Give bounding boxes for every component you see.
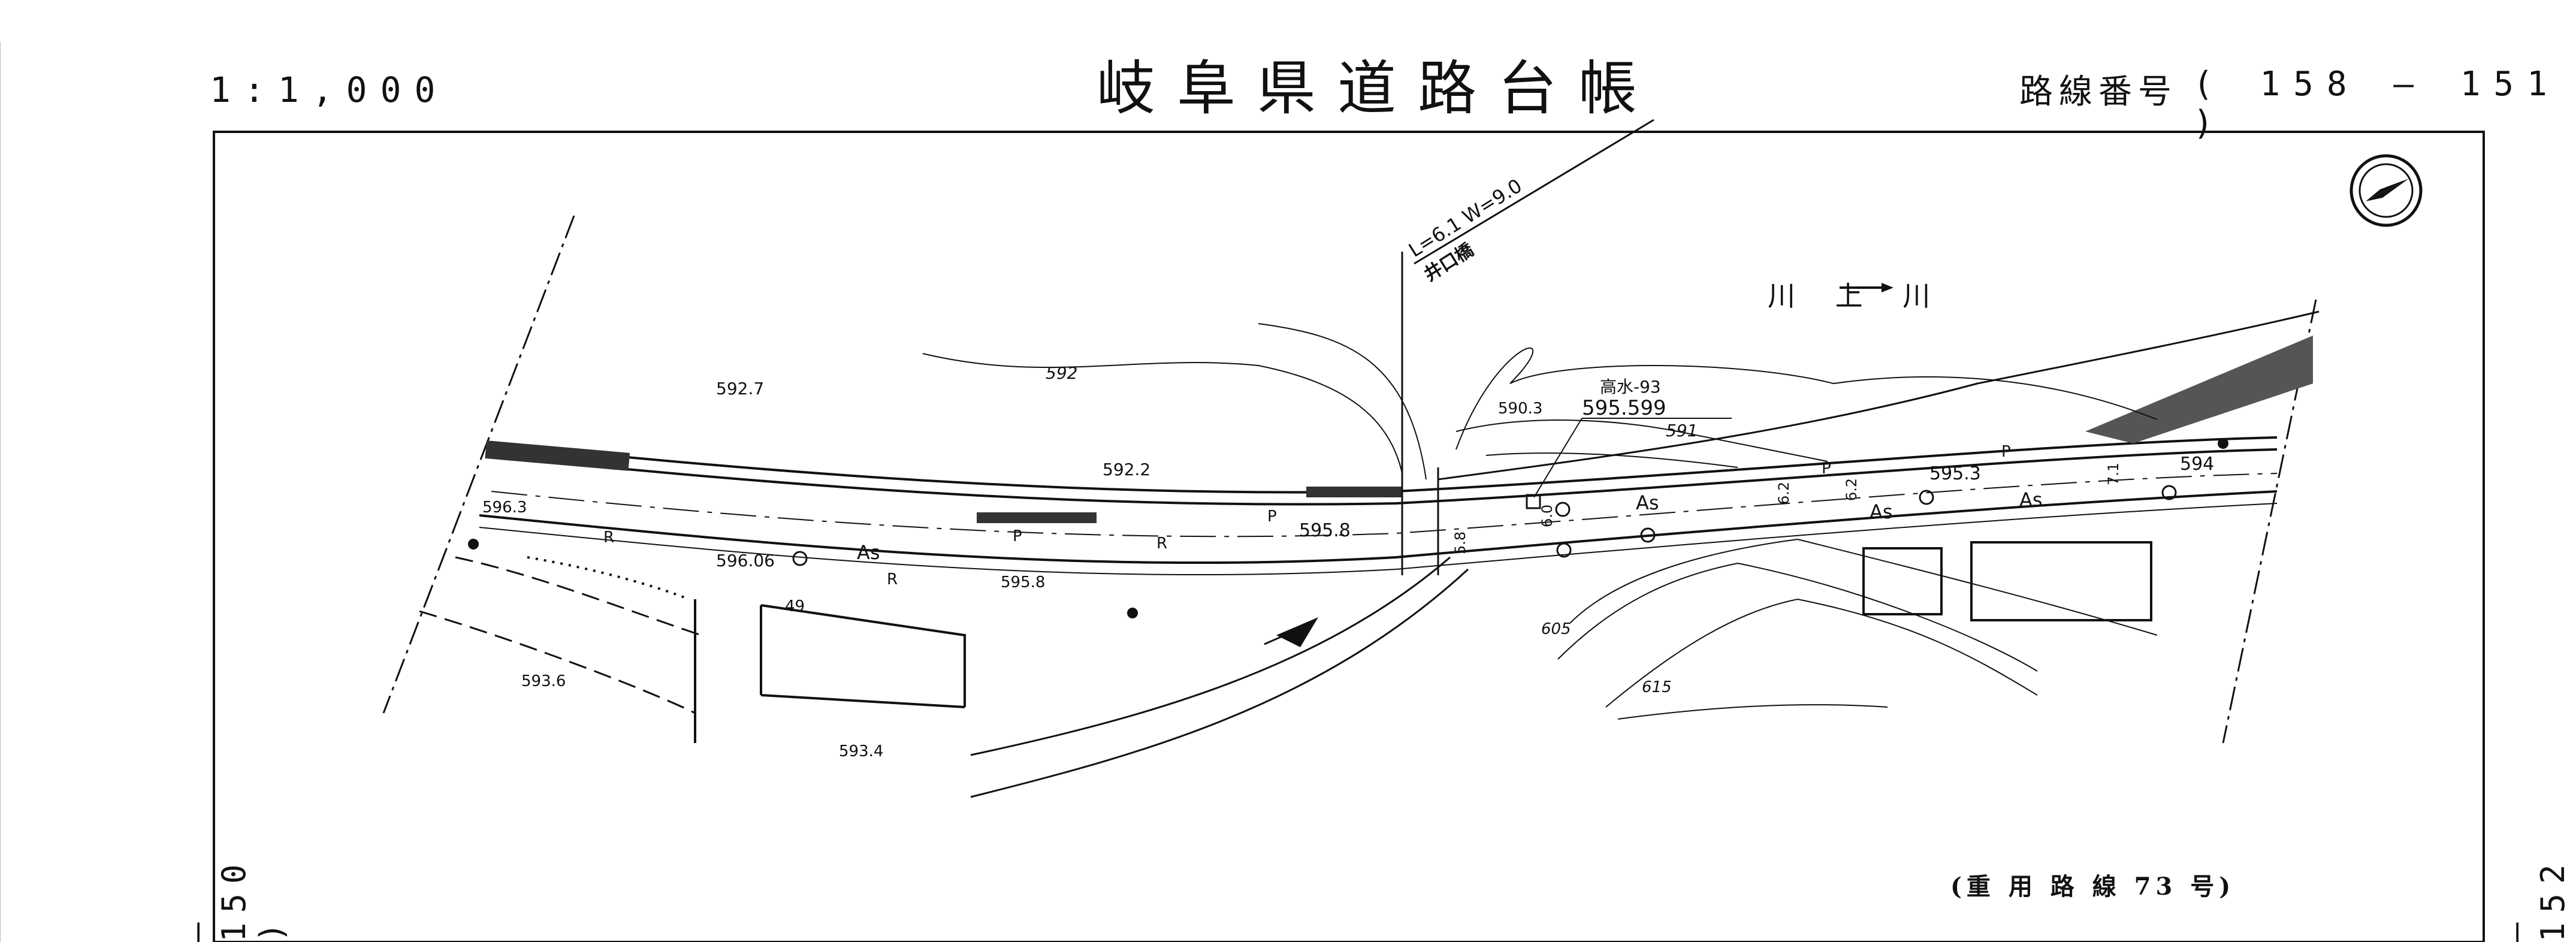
pavement-label: As bbox=[1636, 491, 1659, 514]
contour-lines bbox=[922, 323, 2158, 720]
embankment-hatch bbox=[2085, 336, 2313, 443]
wall-hatch bbox=[485, 440, 630, 471]
elevation: 592.2 bbox=[1103, 460, 1150, 479]
contour-label: 605 bbox=[1541, 620, 1571, 638]
width-label: 49 bbox=[785, 597, 805, 615]
width-label: 6.0 bbox=[1539, 505, 1556, 527]
buildings bbox=[694, 541, 2152, 743]
dotted-boundary bbox=[527, 556, 690, 600]
width-label: 6.2 bbox=[1843, 478, 1860, 501]
flow-arrow-icon bbox=[1276, 617, 1318, 647]
road-mark: P bbox=[1267, 508, 1277, 526]
elevation: 593.6 bbox=[521, 672, 566, 690]
pavement-label: As bbox=[2019, 488, 2043, 511]
route-note: (重 用 路 線 73 号) bbox=[1950, 872, 2236, 901]
road-mark: P bbox=[2001, 443, 2011, 461]
route-number: ( 158 — 151 ) bbox=[2193, 65, 2560, 143]
pavement-label: As bbox=[1870, 500, 1893, 523]
elevation: 596.3 bbox=[482, 499, 527, 517]
width-label: 5.8 bbox=[1452, 532, 1469, 554]
elevation: 595.3 bbox=[1929, 463, 1981, 484]
elevation: 595.8 bbox=[1299, 520, 1351, 541]
river-name: 川 上 川 bbox=[1768, 280, 1946, 312]
elevation: 592.7 bbox=[716, 379, 764, 398]
page-title: 岐阜県道路台帳 bbox=[1097, 55, 1659, 123]
benchmark-icon bbox=[1526, 494, 1541, 509]
property-lines bbox=[419, 556, 702, 714]
contour-line bbox=[1455, 347, 2158, 450]
left-boundary-line bbox=[382, 215, 575, 714]
right-boundary-line bbox=[2222, 299, 2317, 744]
ramp-road bbox=[970, 119, 1654, 798]
wall-hatch bbox=[977, 512, 1097, 523]
elevation: 594 bbox=[2180, 454, 2214, 475]
road-mark: P bbox=[1013, 527, 1022, 545]
river-bank bbox=[1438, 310, 2320, 481]
map-scale: 1:1,000 bbox=[210, 70, 449, 110]
contour-label: 615 bbox=[1642, 678, 1672, 696]
contour-label: 592 bbox=[1046, 363, 1077, 383]
benchmark-elevation: 595.599 bbox=[1582, 396, 1666, 420]
width-label: 7.1 bbox=[2105, 463, 2122, 485]
width-label: 6.2 bbox=[1775, 482, 1792, 505]
pavement-label: As bbox=[857, 541, 880, 564]
elevation: 593.4 bbox=[839, 742, 883, 760]
road-mark: P bbox=[1822, 460, 1831, 478]
road-mark: R bbox=[603, 529, 614, 547]
elevation: 595.8 bbox=[1001, 573, 1045, 591]
route-number-label: 路線番号 bbox=[2019, 73, 2178, 111]
benchmark-name: 高水-93 bbox=[1600, 377, 1661, 397]
north-arrow-icon bbox=[2349, 154, 2423, 227]
map-frame bbox=[213, 131, 2485, 942]
wall-hatch bbox=[1306, 487, 1402, 497]
road-mark: R bbox=[887, 570, 898, 588]
road-mark: R bbox=[1156, 535, 1167, 552]
map-symbols bbox=[468, 438, 2228, 618]
elevation: 596.06 bbox=[716, 551, 775, 570]
river-flow-arrow-icon bbox=[1840, 283, 1894, 292]
elevation: 590.3 bbox=[1498, 400, 1542, 418]
contour-label: 591 bbox=[1666, 421, 1698, 440]
